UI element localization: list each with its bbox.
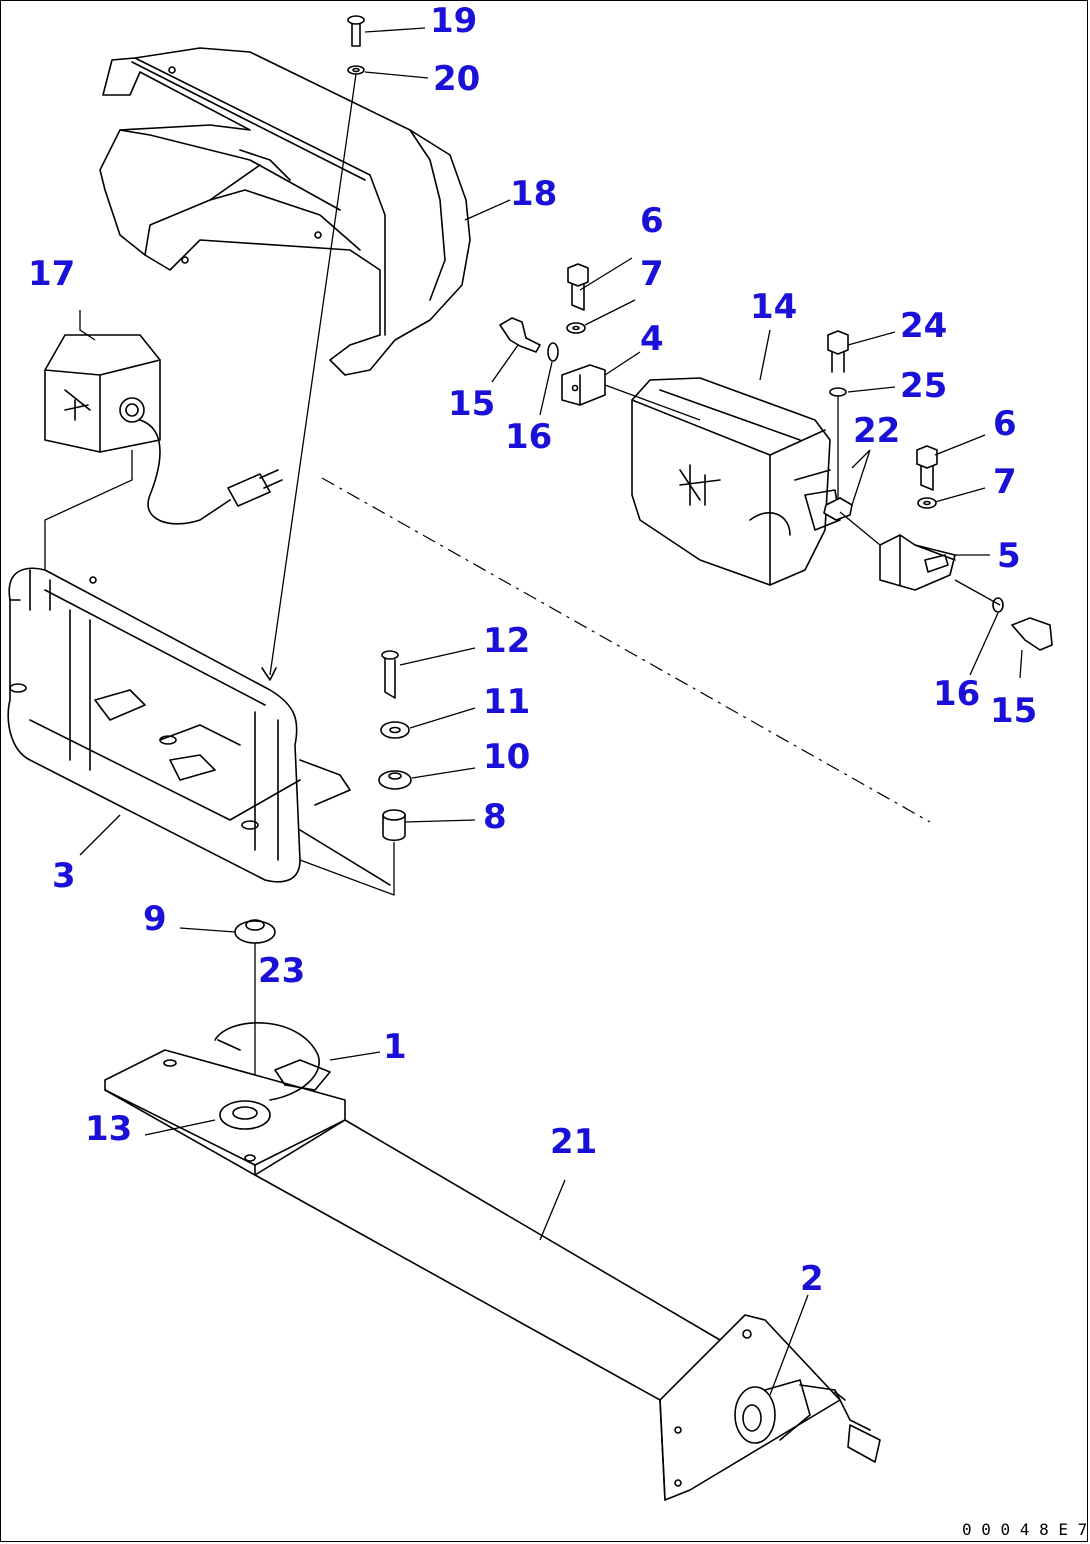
center-lines bbox=[321, 477, 931, 823]
bolt-15-right bbox=[1011, 617, 1053, 651]
callout-3: 3 bbox=[52, 856, 76, 896]
callout-6-right: 6 bbox=[993, 404, 1017, 444]
bolt-24 bbox=[827, 330, 849, 373]
callout-16-left: 16 bbox=[505, 417, 552, 457]
bolt-15-left bbox=[499, 317, 541, 353]
callout-7-right: 7 bbox=[993, 462, 1017, 502]
callout-22: 22 bbox=[853, 411, 900, 451]
callout-labels: 19 20 18 17 6 7 4 15 16 14 24 25 22 6 7 … bbox=[28, 1, 1037, 1299]
callout-15-left: 15 bbox=[448, 384, 495, 424]
callout-8: 8 bbox=[483, 797, 507, 837]
washer-7-left bbox=[566, 322, 586, 334]
callout-21: 21 bbox=[550, 1122, 597, 1162]
assembly-line-cover bbox=[269, 73, 357, 676]
clamp-1 bbox=[214, 1022, 331, 1130]
bolt-6-left bbox=[567, 263, 589, 311]
callout-23: 23 bbox=[258, 951, 305, 991]
bolt-19 bbox=[347, 15, 365, 47]
callout-5: 5 bbox=[997, 536, 1021, 576]
washer-16-right bbox=[992, 597, 1004, 613]
callout-12: 12 bbox=[483, 621, 530, 661]
clamp-2 bbox=[734, 1379, 881, 1463]
bolt-12 bbox=[381, 650, 399, 699]
stack-leader bbox=[299, 842, 395, 896]
callout-17: 17 bbox=[28, 254, 75, 294]
bolt-6-right bbox=[916, 445, 938, 491]
callout-2: 2 bbox=[800, 1259, 824, 1299]
lamp-bracket-line bbox=[839, 511, 881, 546]
arrow-head bbox=[261, 667, 277, 681]
callout-7-left: 7 bbox=[640, 254, 664, 294]
bracket-4-line bbox=[604, 384, 701, 421]
drawing-code: 0 0 0 4 8 E 7 3 bbox=[962, 1520, 1090, 1539]
bracket-4 bbox=[561, 364, 606, 406]
washer-16-left bbox=[547, 342, 559, 362]
callout-6-left: 6 bbox=[640, 201, 664, 241]
callout-1: 1 bbox=[383, 1027, 407, 1067]
work-lamp-large bbox=[631, 377, 841, 586]
cushion-9 bbox=[234, 919, 276, 944]
washer-11 bbox=[380, 721, 410, 739]
bracket-5 bbox=[879, 534, 956, 591]
callout-13: 13 bbox=[85, 1109, 132, 1149]
collar-8 bbox=[382, 809, 406, 842]
washer-20 bbox=[347, 65, 365, 75]
washer-7-right bbox=[917, 497, 937, 509]
callout-11: 11 bbox=[483, 682, 530, 722]
callout-10: 10 bbox=[483, 737, 530, 777]
callout-24: 24 bbox=[900, 306, 947, 346]
callout-9: 9 bbox=[143, 899, 167, 939]
callout-20: 20 bbox=[433, 59, 480, 99]
callout-19: 19 bbox=[430, 1, 477, 41]
nut-22 bbox=[823, 497, 853, 521]
callout-4: 4 bbox=[640, 319, 664, 359]
callout-16-right: 16 bbox=[933, 674, 980, 714]
washer-25 bbox=[829, 387, 847, 397]
work-lamp-small bbox=[44, 334, 283, 580]
bracket-5-line bbox=[954, 579, 1001, 606]
mount-frame bbox=[7, 567, 391, 886]
cushion-10 bbox=[378, 770, 412, 790]
callout-25: 25 bbox=[900, 366, 947, 406]
callout-18: 18 bbox=[510, 174, 557, 214]
callout-15-right: 15 bbox=[990, 691, 1037, 731]
leader-lines bbox=[79, 27, 1023, 1396]
callout-14: 14 bbox=[750, 287, 797, 327]
guard-cover bbox=[99, 47, 471, 376]
